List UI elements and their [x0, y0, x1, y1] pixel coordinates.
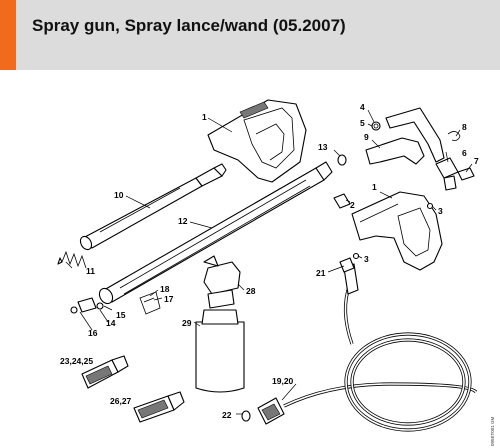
part-17-18-clip	[139, 291, 161, 315]
callout-28: 28	[246, 286, 256, 296]
leader-lines	[65, 109, 473, 415]
part-9-trigger-guard	[365, 137, 425, 165]
callout-11: 11	[86, 266, 95, 276]
callout-22: 22	[222, 410, 232, 420]
part-14-15-16-fittings	[70, 297, 104, 314]
part-13-o-ring	[337, 154, 347, 166]
callout-23-24-25: 23,24,25	[60, 356, 93, 366]
callout-3-lower: 3	[364, 254, 369, 264]
part-1-gun-handle	[351, 191, 443, 271]
callout-7: 7	[474, 156, 479, 166]
header-bar	[0, 0, 500, 70]
callout-15: 15	[116, 310, 126, 320]
part-22-o-ring	[241, 410, 251, 422]
part-6-7-valve-fittings	[435, 157, 475, 191]
callout-8: 8	[462, 122, 467, 132]
part-2-clip	[333, 193, 351, 209]
callout-16: 16	[88, 328, 98, 338]
callout-13: 13	[318, 142, 328, 152]
callout-26-27: 26,27	[110, 396, 132, 406]
callout-29: 29	[182, 318, 192, 328]
callout-12: 12	[178, 216, 188, 226]
callout-6: 6	[462, 148, 467, 158]
callout-1-upper: 1	[202, 112, 207, 122]
part-21-hose-connector	[339, 257, 355, 273]
callout-5: 5	[360, 118, 365, 128]
callout-3-upper: 3	[438, 206, 443, 216]
callout-9: 9	[364, 132, 369, 142]
part-10-lance-tube	[79, 163, 227, 251]
header-accent-stripe	[0, 0, 16, 70]
part-12-spray-wand	[98, 161, 333, 305]
part-11-spring	[57, 250, 87, 269]
callout-4: 4	[360, 102, 365, 112]
part-28-29-detergent-bottle	[195, 255, 245, 393]
part-23-24-25-nozzle	[81, 355, 129, 389]
page-title: Spray gun, Spray lance/wand (05.2007)	[32, 16, 346, 35]
callout-10: 10	[114, 190, 124, 200]
reference-code: 095ET001 GM	[490, 416, 495, 446]
callout-2: 2	[350, 200, 355, 210]
part-26-27-nozzle	[133, 391, 185, 423]
callout-1-handle: 1	[372, 182, 377, 192]
callout-18: 18	[160, 284, 170, 294]
part-19-20-high-pressure-hose	[257, 263, 478, 432]
callout-21: 21	[316, 268, 326, 278]
callout-14: 14	[106, 318, 116, 328]
callout-17: 17	[164, 294, 174, 304]
part-1-gun-housing-upper	[207, 99, 307, 183]
callout-19-20: 19,20	[272, 376, 294, 386]
